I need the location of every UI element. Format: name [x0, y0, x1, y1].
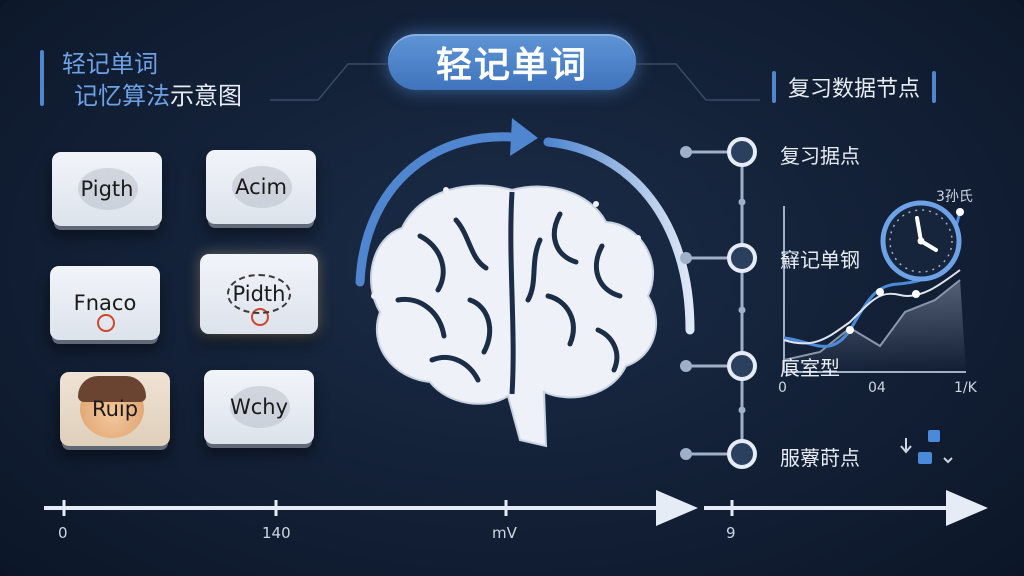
word-card-label: Fnaco: [73, 291, 137, 315]
word-card-acim[interactable]: Acim: [206, 150, 316, 224]
timer-icon: [97, 314, 115, 332]
word-card-label: Acim: [235, 175, 287, 199]
timeline-label-2: mV: [492, 524, 517, 542]
timeline-label-0: 0: [58, 524, 68, 542]
caption-left-line1: 轻记单词: [62, 50, 158, 78]
word-card-label: Pigth: [80, 177, 134, 201]
word-card-label: Ruip: [91, 397, 139, 421]
node-label-4: 服藔莳点: [780, 446, 860, 470]
node-label-1: 复习据点: [780, 144, 860, 168]
speech-bubble-icon: [230, 386, 290, 428]
cycle-arrow-icon: [355, 118, 695, 335]
timeline-label-1: 140: [262, 524, 291, 542]
chart-x-label-2: 1/K: [954, 380, 977, 396]
clock-icon: [880, 200, 962, 282]
review-node-4: [727, 439, 757, 469]
download-icon: [900, 430, 953, 464]
word-card-label: Wchy: [229, 395, 289, 419]
caption-left-line2-rest: 示意图: [170, 82, 242, 110]
brain-icon: [370, 184, 657, 448]
header-connector-lines: [270, 63, 760, 101]
word-card-wchy[interactable]: Wchy: [204, 370, 314, 444]
caption-right-accent-bar-left: [772, 71, 776, 103]
word-card-label: Pidth: [226, 274, 292, 314]
face-hair: [78, 376, 146, 402]
review-node-3: [727, 351, 757, 381]
review-node-2: [727, 243, 757, 273]
node-timeline: [680, 137, 757, 469]
page-title: 轻记单词: [388, 34, 636, 90]
word-card-fnaco[interactable]: Fnaco: [50, 266, 160, 340]
caption-left-line2: 记忆算法示意图: [74, 76, 242, 111]
word-card-pidth[interactable]: Pidth: [200, 254, 318, 334]
speech-bubble-icon: [78, 168, 138, 210]
caption-right: 复习数据节点: [772, 70, 937, 104]
caption-right-text: 复习数据节点: [788, 77, 921, 102]
chart-x-label-0: 0: [778, 380, 787, 396]
caption-right-accent-bar-right: [932, 71, 937, 103]
review-node-1: [727, 137, 757, 167]
word-card-ruip[interactable]: Ruip: [60, 372, 170, 446]
caption-left-line2-highlight: 记忆算法: [74, 82, 170, 110]
chart-x-label-1: 04: [868, 380, 886, 396]
timeline-label-3: 9: [726, 524, 736, 542]
chart-corner-label: 3孙氏: [936, 189, 973, 205]
word-card-pigth[interactable]: Pigth: [52, 152, 162, 226]
node-label-3: 㡾室型: [780, 356, 840, 380]
node-label-2: 䇁记单钢: [780, 248, 860, 272]
speech-bubble-icon: [232, 166, 292, 208]
bottom-timeline: [44, 490, 988, 526]
caption-left-accent-bar: [40, 50, 44, 106]
